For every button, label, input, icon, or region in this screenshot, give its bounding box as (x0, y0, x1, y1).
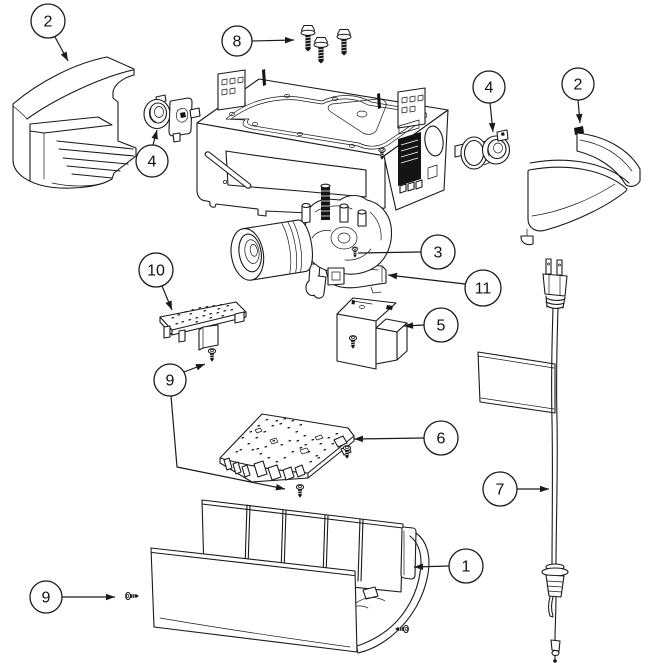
screw (125, 591, 140, 601)
part-power-cord (477, 258, 569, 663)
callout-number: 2 (44, 14, 53, 31)
callout-circle (135, 144, 169, 178)
leader-arrowhead (284, 36, 294, 44)
part-receiver-board (159, 301, 247, 363)
callout-number: 11 (475, 281, 492, 298)
callout-4: 4 (135, 129, 169, 178)
part-cover-left (12, 56, 137, 189)
callout-circle (30, 3, 66, 39)
callout-10: 10 (138, 252, 174, 311)
leader-arrowhead (165, 300, 172, 310)
part-transformer (336, 297, 408, 370)
leader-arrowhead (151, 130, 158, 140)
hex-bolt (313, 37, 329, 64)
leader-arrowhead (540, 485, 549, 493)
callout-circle (221, 25, 253, 57)
callout-number: 7 (496, 482, 505, 499)
part-logic-board (219, 413, 355, 483)
callout-circle (423, 307, 459, 343)
callout-circle (423, 420, 459, 456)
part-light-socket-left (143, 94, 201, 143)
part-hex-bolts (300, 25, 352, 64)
leader-line (357, 251, 422, 254)
leader-arrowhead (388, 272, 398, 280)
part-motor (230, 183, 393, 286)
leader-arrowhead (195, 364, 205, 371)
callouts-layer: 2 8 4 4 2 3 11 5 10 9 6 7 1 9 (29, 3, 595, 614)
callout-5: 5 (403, 307, 459, 343)
leader-arrowhead (60, 51, 68, 61)
part-cover-right (520, 126, 641, 246)
callout-11: 11 (387, 269, 502, 307)
leader-arrowhead (414, 563, 424, 571)
callout-number: 6 (437, 431, 446, 448)
callout-number: 2 (574, 77, 583, 94)
callout-2: 2 (561, 67, 595, 124)
callout-number: 1 (462, 559, 471, 576)
callout-number: 9 (166, 373, 175, 390)
callout-4: 4 (472, 70, 506, 133)
callout-number: 9 (42, 590, 51, 607)
callout-9: 9 (153, 363, 286, 491)
callout-number: 10 (147, 263, 165, 280)
callout-8: 8 (221, 25, 295, 57)
callout-circle (464, 269, 502, 307)
leader-arrowhead (404, 322, 414, 329)
callout-3: 3 (357, 234, 456, 270)
callout-number: 5 (437, 318, 446, 335)
leader-arrowhead (354, 435, 364, 443)
leader-arrowhead (488, 122, 496, 132)
callout-circle (420, 234, 456, 270)
screw (295, 484, 305, 499)
callout-circle (448, 548, 484, 584)
callout-circle (138, 252, 174, 288)
callout-1: 1 (413, 548, 484, 584)
leader-arrowhead (275, 483, 285, 491)
callout-7: 7 (482, 471, 549, 507)
callout-circle (482, 471, 518, 507)
leader-line (170, 395, 286, 490)
callout-circle (29, 580, 63, 614)
callout-number: 3 (434, 245, 443, 262)
callout-circle (561, 67, 595, 101)
hex-bolt (336, 29, 352, 56)
callout-circle (153, 363, 187, 397)
screw (207, 348, 217, 363)
callout-circle (472, 70, 506, 104)
callout-number: 8 (233, 34, 242, 51)
leader-line (353, 437, 425, 440)
hex-bolt (300, 25, 316, 52)
callout-9: 9 (29, 580, 115, 614)
part-light-socket-right (454, 129, 511, 170)
part-bottom-cover (150, 499, 430, 654)
leader-arrowhead (575, 113, 583, 123)
leader-arrowhead (106, 593, 115, 601)
part-chassis (196, 69, 449, 217)
callout-6: 6 (353, 420, 459, 456)
callout-2: 2 (30, 3, 69, 62)
leader-line (387, 274, 466, 285)
callout-number: 4 (485, 80, 494, 97)
callout-number: 4 (148, 154, 157, 171)
